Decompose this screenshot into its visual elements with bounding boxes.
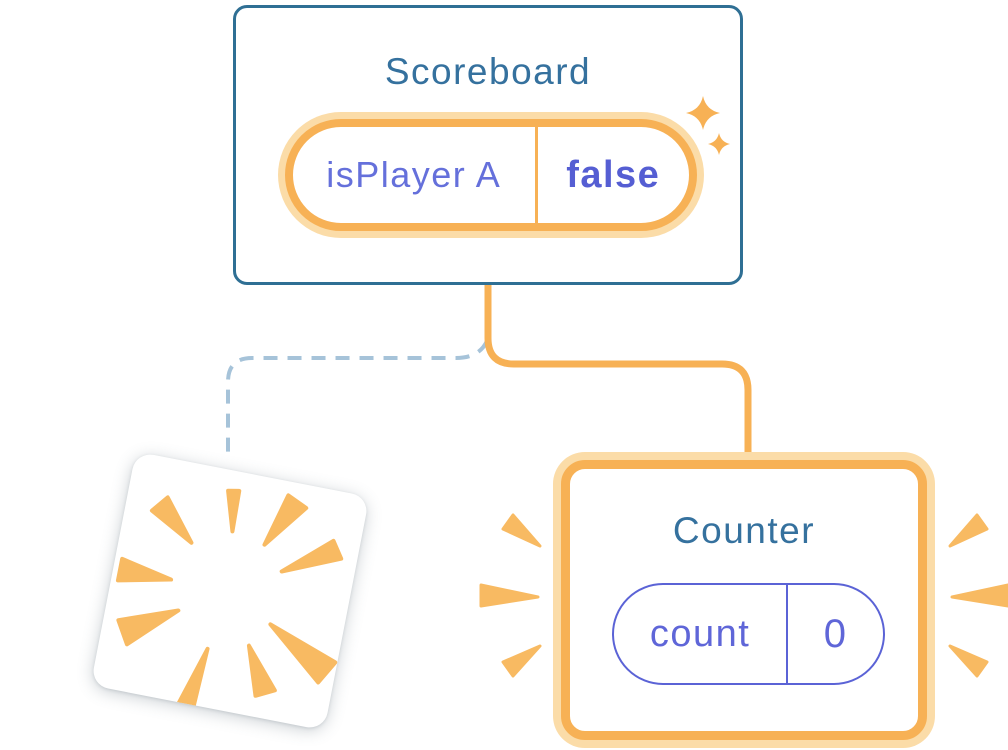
- pill-divider: [786, 585, 789, 683]
- connector-dashed-line: [226, 340, 489, 461]
- counter-state-label: count: [649, 612, 751, 655]
- emphasis-rays-left-icon: [479, 513, 542, 678]
- pill-divider: [534, 127, 538, 223]
- counter-title: Counter: [672, 510, 816, 551]
- connector-solid-line: [484, 284, 752, 456]
- poof-card: [90, 451, 370, 731]
- counter-state-pill: count 0: [612, 583, 885, 685]
- counter-state-value: 0: [823, 611, 848, 656]
- scoreboard-state-label: isPlayer A: [326, 154, 502, 195]
- emphasis-rays-right-icon: [948, 513, 1008, 678]
- poof-burst-icon: [115, 488, 344, 715]
- scoreboard-state-pill: isPlayer A false: [285, 119, 697, 231]
- scoreboard-title: Scoreboard: [384, 51, 592, 92]
- scoreboard-state-value: false: [566, 153, 661, 196]
